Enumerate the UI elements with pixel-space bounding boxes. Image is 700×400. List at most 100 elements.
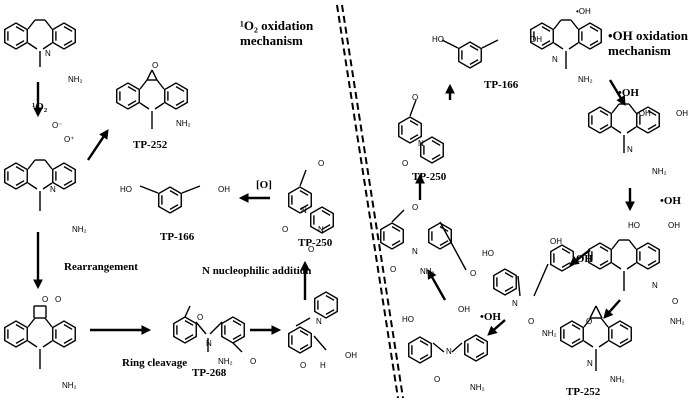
benzene-ring (380, 222, 404, 250)
atom-ho: HO (482, 249, 494, 258)
condition-hydroxyl-2: •OH (660, 195, 681, 207)
double-bond (599, 124, 609, 130)
bond (439, 221, 467, 271)
double-bond (571, 324, 581, 330)
structure-bonds (4, 19, 660, 371)
bond (441, 39, 459, 49)
double-bond (63, 40, 73, 46)
atom-n: N (206, 339, 212, 348)
atom-n: N (627, 145, 633, 154)
atom-nh2: NH₂ (68, 75, 83, 84)
benzene-ring (636, 106, 660, 134)
double-bond (321, 224, 331, 230)
double-bond (431, 154, 441, 160)
bond (626, 126, 637, 134)
product-label-tp250: TP-250 (298, 237, 333, 249)
atom-nh2: NH₂ (610, 375, 625, 384)
double-bond (15, 324, 25, 330)
product-label-tp166: TP-166 (484, 79, 519, 91)
atom-n: N (301, 206, 307, 215)
atom-ho: HO (628, 221, 640, 230)
double-bond (419, 354, 429, 360)
bond (583, 317, 592, 328)
atom-o: O (528, 317, 535, 326)
atom-o: O (197, 313, 204, 322)
title-line: mechanism (608, 43, 671, 58)
singlet-oxygen-mechanism-title: ¹O₂ oxidation mechanism (240, 18, 313, 48)
atom-n: N (652, 281, 658, 290)
atom-o: O (672, 297, 679, 306)
double-bond (589, 26, 599, 32)
atom-nh2: NH₂ (578, 75, 593, 84)
bond (611, 126, 622, 134)
benzene-ring (164, 82, 188, 110)
double-bond (325, 309, 335, 315)
bond (568, 42, 579, 50)
bond (42, 42, 53, 50)
atom-oh: OH (218, 185, 230, 194)
atom-nh2: NH₂ (470, 383, 485, 392)
double-bond (15, 338, 25, 344)
bond (27, 317, 36, 328)
double-bond (431, 140, 441, 146)
atom-o: O (250, 357, 257, 366)
bond (44, 19, 53, 30)
double-bond (184, 320, 194, 326)
condition-ring-cleavage: Ring cleavage (122, 357, 188, 369)
atom-nh2: NH₂ (542, 329, 557, 338)
reaction-arrow (608, 79, 626, 106)
bond (27, 159, 36, 170)
benzene-ring (52, 162, 76, 190)
bond (146, 69, 153, 81)
double-bond (232, 334, 242, 340)
double-bond (63, 324, 73, 330)
bond (517, 275, 521, 297)
bond (391, 209, 405, 223)
atom-o: O (402, 159, 409, 168)
double-bond (619, 324, 629, 330)
atom-o: O (586, 317, 593, 326)
benzene-ring (550, 244, 574, 272)
double-bond (541, 40, 551, 46)
benzene-ring (578, 22, 602, 50)
bond (626, 262, 637, 270)
benzene-ring (560, 320, 584, 348)
atom-o: O (470, 269, 477, 278)
bond (553, 19, 562, 30)
condition-hydroxyl-3: •OH (572, 253, 593, 265)
double-bond (15, 40, 25, 46)
bond (589, 305, 597, 319)
atom-o: O (308, 245, 315, 254)
benzene-ring (310, 206, 334, 234)
double-bond (647, 246, 657, 252)
double-bond (647, 110, 657, 116)
bond (595, 305, 603, 319)
condition-hydroxyl-4: •OH (480, 311, 501, 323)
atom-nh2: NH₂ (72, 225, 87, 234)
product-label-tp268: TP-268 (192, 367, 227, 379)
atom-oh: OH (530, 35, 542, 44)
benzene-ring (428, 222, 452, 250)
bond (195, 321, 207, 335)
reaction-arrow (625, 188, 635, 212)
benzene-ring (4, 162, 28, 190)
bond (44, 317, 53, 328)
double-bond (175, 100, 185, 106)
benzene-ring (4, 22, 28, 50)
bond (139, 102, 150, 110)
atom-oh: OH (668, 221, 680, 230)
bond (628, 103, 637, 114)
benzene-ring (158, 186, 182, 214)
double-bond (504, 286, 514, 292)
bond (432, 342, 445, 353)
double-bond (321, 210, 331, 216)
atom-n: N (50, 185, 56, 194)
atom-nh2: NH₂ (62, 381, 77, 390)
atom-o: O (282, 225, 289, 234)
bond (583, 340, 594, 348)
benzene-ring (608, 320, 632, 348)
double-bond (419, 340, 429, 346)
atom-o: O (42, 295, 49, 304)
atom-o: O (318, 159, 325, 168)
atom-oh: OH (676, 109, 688, 118)
